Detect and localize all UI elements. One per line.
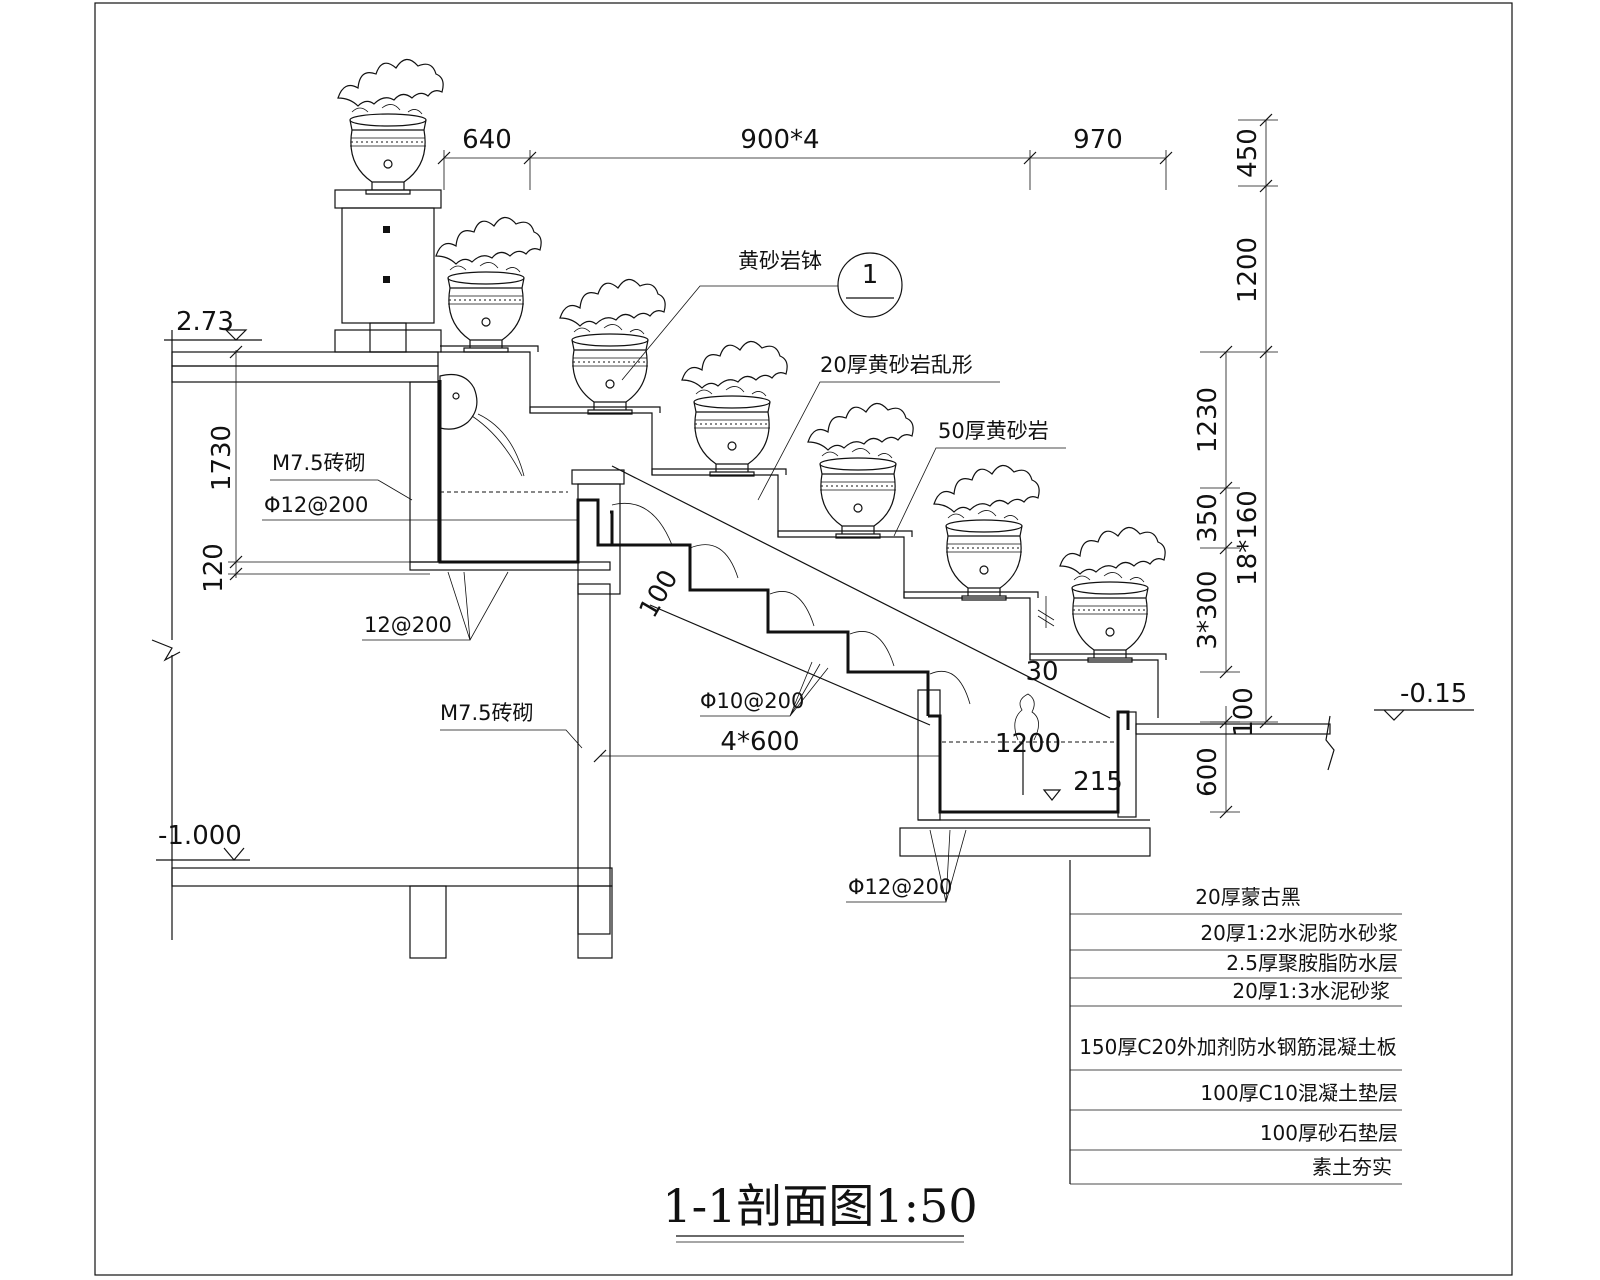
label-paving: 20厚黄砂岩乱形: [757, 353, 1000, 501]
dim-30: 30: [1025, 657, 1058, 687]
bottom-run-dimension: 4*600 1200 215 30 100: [593, 565, 1123, 797]
lower-pool: [899, 689, 1151, 857]
label-rebar-upper-text: Φ12@200: [264, 493, 368, 517]
dim-350: 350: [1193, 493, 1223, 543]
label-brick-upper-text: M7.5砖砌: [272, 451, 366, 475]
label-rebar-pool-text: Φ12@200: [848, 875, 952, 899]
cascade-steps: [611, 465, 1111, 726]
elevation-ground: -0.15: [1374, 679, 1474, 721]
label-pot: 黄砂岩钵 1: [621, 249, 903, 381]
elevation-top: 2.73: [164, 307, 262, 341]
dim-18x160: 18*160: [1233, 490, 1263, 586]
label-rebar-10: Φ10@200: [700, 661, 829, 717]
dim-970: 970: [1073, 125, 1123, 155]
dim-3x300: 3*300: [1193, 570, 1223, 649]
label-brick-lower: M7.5砖砌: [440, 701, 583, 749]
elevation-ground-text: -0.15: [1400, 679, 1467, 709]
dim-900x4: 900*4: [740, 125, 819, 155]
dim-600: 600: [1193, 747, 1223, 797]
dim-215: 215: [1073, 767, 1123, 797]
upper-pool: [438, 380, 625, 935]
label-rebar-12-text: 12@200: [364, 613, 452, 637]
label-rebar-10-text: Φ10@200: [700, 689, 804, 713]
layer-6: 100厚C10混凝土垫层: [1200, 1081, 1398, 1105]
label-rebar-pool: Φ12@200: [846, 829, 967, 903]
detail-ref-number: 1: [862, 260, 879, 290]
dim-1200-pool: 1200: [995, 729, 1061, 759]
dim-120: 120: [199, 543, 229, 593]
label-stone-text: 50厚黄砂岩: [938, 419, 1049, 443]
label-pot-text: 黄砂岩钵: [738, 249, 822, 273]
spout-head: [439, 373, 525, 477]
elevation-bottom: -1.000: [156, 821, 250, 861]
drawing-frame: [94, 2, 1513, 1276]
left-dimensions: 1730 120: [199, 345, 600, 593]
title-text: 1-1剖面图1:50: [662, 1179, 977, 1233]
dim-100: 100: [1229, 687, 1259, 737]
detail-ref-circle: [837, 252, 903, 318]
layer-1: 20厚蒙古黑: [1195, 885, 1300, 909]
ground-slab: [1135, 715, 1335, 771]
dim-100-slope: 100: [634, 565, 685, 623]
label-brick-lower-text: M7.5砖砌: [440, 701, 534, 725]
dim-1730: 1730: [207, 425, 237, 491]
lower-floor: [171, 867, 613, 959]
elevation-top-text: 2.73: [176, 307, 234, 337]
layer-5: 150厚C20外加剂防水钢筋混凝土板: [1079, 1035, 1397, 1059]
layer-4: 20厚1:3水泥砂浆: [1232, 979, 1390, 1003]
dim-640: 640: [462, 125, 512, 155]
layer-3: 2.5厚聚胺脂防水层: [1226, 951, 1398, 975]
label-stone: 50厚黄砂岩: [893, 419, 1066, 537]
dim-4x600: 4*600: [720, 727, 799, 757]
layer-table: 20厚蒙古黑 20厚1:2水泥防水砂浆 2.5厚聚胺脂防水层 20厚1:3水泥砂…: [1069, 860, 1402, 1185]
layer-2: 20厚1:2水泥防水砂浆: [1200, 921, 1398, 945]
dim-1230: 1230: [1193, 387, 1223, 453]
label-rebar-12: 12@200: [362, 571, 509, 641]
top-dimensions: 640 900*4 970: [437, 125, 1173, 190]
dim-450: 450: [1233, 128, 1263, 178]
layer-7: 100厚砂石垫层: [1260, 1121, 1398, 1145]
elevation-bottom-text: -1.000: [158, 821, 242, 851]
drawing-title: 1-1剖面图1:50: [662, 1179, 978, 1243]
label-rebar-upper: Φ12@200: [262, 493, 578, 521]
label-paving-text: 20厚黄砂岩乱形: [820, 353, 973, 377]
layer-8: 素土夯实: [1312, 1155, 1392, 1179]
right-dimensions: 450 1200 18*160 1230 350 3*300 100 600: [1193, 113, 1278, 819]
dim-1200: 1200: [1233, 237, 1263, 303]
stone-steps: [440, 345, 1167, 718]
label-brick-upper: M7.5砖砌: [270, 451, 413, 501]
pillar: [334, 189, 442, 353]
